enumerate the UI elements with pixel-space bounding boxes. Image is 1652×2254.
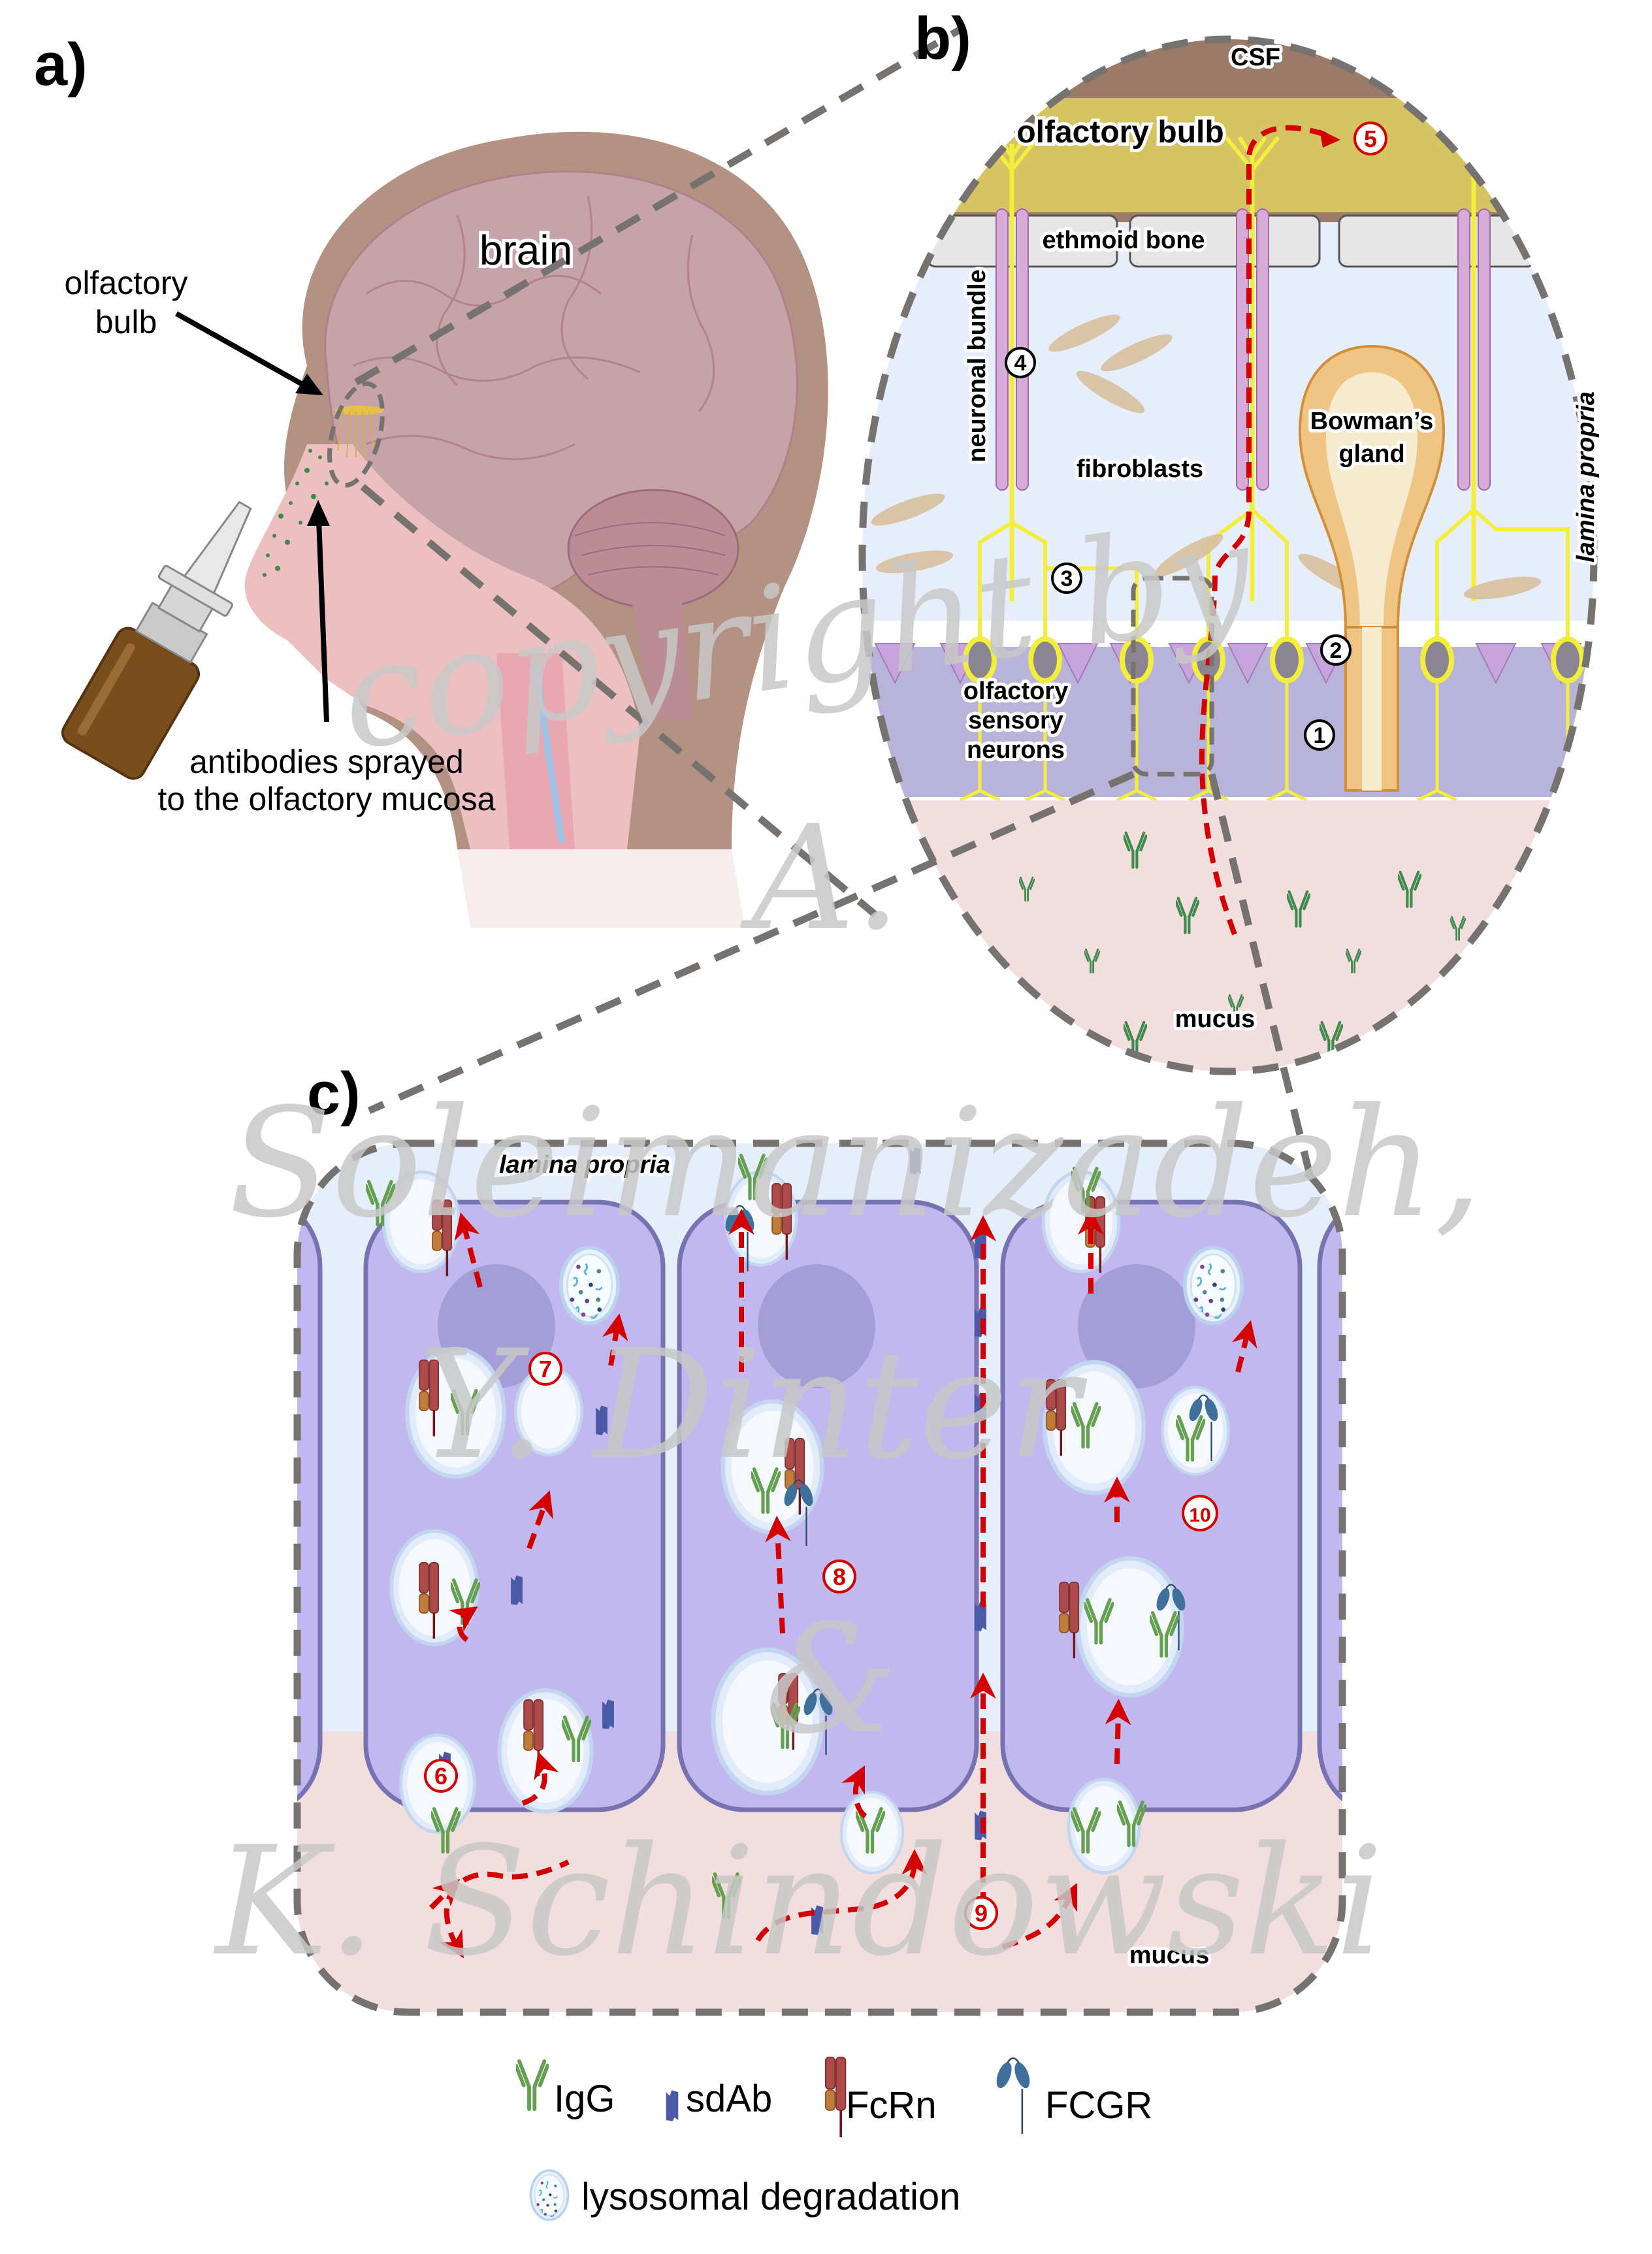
head-illustration — [244, 131, 828, 928]
osn-dendrites — [959, 681, 1570, 802]
fcrn-receptor-icon — [824, 2055, 847, 2139]
igg-antibody-icon — [516, 2061, 547, 2109]
watermark-line6: K. Schindowski — [213, 1815, 1384, 1989]
cell-3 — [1000, 1200, 1303, 1812]
legend-item-fcrn: FcRn — [824, 2055, 937, 2139]
neuronal-bundle-label: neuronal bundle — [964, 269, 991, 463]
lamina-propria-label-c: lamina propria — [499, 1151, 670, 1179]
connector-line — [1208, 773, 1330, 1243]
connector-line — [354, 26, 962, 385]
svg-text:7: 7 — [539, 1356, 552, 1382]
panel-b-label: b) — [915, 5, 971, 72]
olfactory-bulb-marker — [334, 406, 384, 415]
marker-4: 4 — [1005, 347, 1036, 378]
brainstem — [627, 575, 692, 719]
marker-9: 9 — [964, 1896, 998, 1930]
legend: IgG sdAb FcRn FCGR lysosomal degradation — [516, 2055, 1152, 2220]
transport-path-b — [1199, 125, 1334, 936]
mucus-label-b: mucus — [1175, 1005, 1255, 1033]
marker-8: 8 — [822, 1560, 856, 1593]
legend-item-lysosome: lysosomal degradation — [530, 2170, 960, 2220]
connector-line — [367, 770, 1135, 1115]
osn-label-line1: olfactory — [964, 678, 1068, 705]
olfactory-bulb-arrow — [175, 311, 312, 391]
sprayed-label-line1: antibodies sprayed — [189, 743, 464, 780]
osn-label-line3: neurons — [967, 736, 1065, 764]
transport-paths-c — [429, 1209, 1257, 1959]
arrowhead-icon — [307, 500, 330, 526]
spray-particles — [263, 449, 329, 577]
svg-text:9: 9 — [975, 1900, 988, 1927]
arrowhead-icon — [1320, 129, 1340, 148]
olfactory-bulb-layer-label: olfactory bulb — [1016, 115, 1223, 150]
marker-2: 2 — [1320, 634, 1352, 666]
svg-text:lysosomal degradation: lysosomal degradation — [581, 2176, 960, 2218]
mucus-layer — [862, 800, 1594, 1071]
fibroblasts — [871, 314, 1542, 600]
olfactory-bulb-label-line2: bulb — [95, 304, 157, 340]
ethmoid-bone-label: ethmoid bone — [1042, 227, 1205, 254]
svg-text:FCGR: FCGR — [1045, 2084, 1152, 2127]
marker-7: 7 — [528, 1352, 562, 1386]
osn-somata — [963, 636, 1585, 683]
svg-text:3: 3 — [1061, 566, 1073, 591]
spray-arrow — [316, 519, 329, 723]
svg-text:2: 2 — [1330, 638, 1342, 663]
svg-text:6: 6 — [434, 1763, 447, 1789]
panel-b: b) — [858, 5, 1603, 1075]
svg-text:4: 4 — [1014, 351, 1027, 376]
bowmans-gland — [1298, 344, 1446, 792]
watermark-line3: Soleimanizadeh, — [229, 1077, 1482, 1251]
neck-fade — [457, 849, 745, 928]
marker-10: 10 — [1182, 1495, 1218, 1531]
legend-item-igg: IgG — [516, 2061, 615, 2120]
neuronal-bundles — [978, 136, 1570, 647]
svg-text:10: 10 — [1189, 1505, 1210, 1526]
panel-a: a) — [34, 31, 828, 928]
arrowhead-icon — [295, 374, 323, 395]
connector-line — [360, 483, 878, 918]
legend-item-sdab: sdAb — [666, 2078, 772, 2121]
panel-a-label: a) — [34, 31, 88, 98]
mucus-label-c: mucus — [1129, 1942, 1209, 1969]
zoom-region-b — [1131, 576, 1214, 777]
panel-c: c) — [293, 1060, 1346, 2016]
fcgr-receptor-icon — [996, 2057, 1030, 2135]
watermark-line4: Y. Dinter — [418, 1318, 1088, 1493]
bowmans-gland-label-line1: Bowman’s — [1310, 408, 1434, 435]
svg-text:FcRn: FcRn — [846, 2084, 937, 2127]
nasal-spray-bottle-icon — [61, 500, 252, 780]
svg-text:IgG: IgG — [554, 2078, 615, 2120]
watermark-line2: A. — [740, 794, 901, 962]
bowmans-gland-label-line2: gland — [1338, 440, 1404, 468]
svg-text:1: 1 — [1314, 723, 1326, 748]
panel-b-outline — [858, 35, 1598, 1075]
svg-text:sdAb: sdAb — [686, 2078, 772, 2120]
panel-c-label: c) — [307, 1060, 361, 1127]
sdab-icon — [666, 2090, 679, 2121]
fibroblasts-label: fibroblasts — [1077, 455, 1203, 483]
marker-3: 3 — [1051, 563, 1082, 594]
lysosome-icon — [530, 2170, 568, 2220]
csf-label: CSF — [1231, 44, 1280, 71]
panel-c-outline — [293, 1139, 1346, 2016]
marker-5: 5 — [1353, 122, 1387, 155]
marker-1: 1 — [1304, 719, 1335, 751]
osn-label-line2: sensory — [968, 707, 1063, 734]
svg-text:5: 5 — [1364, 125, 1377, 152]
olfactory-bulb-label-line1: olfactory — [65, 265, 188, 301]
sprayed-label-line2: to the olfactory mucosa — [158, 781, 496, 817]
legend-item-fcgr: FCGR — [996, 2057, 1152, 2135]
lamina-propria-label-b: lamina propria — [1572, 391, 1600, 563]
watermark-line5: & — [764, 1593, 898, 1767]
svg-text:8: 8 — [833, 1563, 846, 1590]
marker-6: 6 — [424, 1759, 458, 1793]
zoom-region-a — [327, 381, 385, 488]
